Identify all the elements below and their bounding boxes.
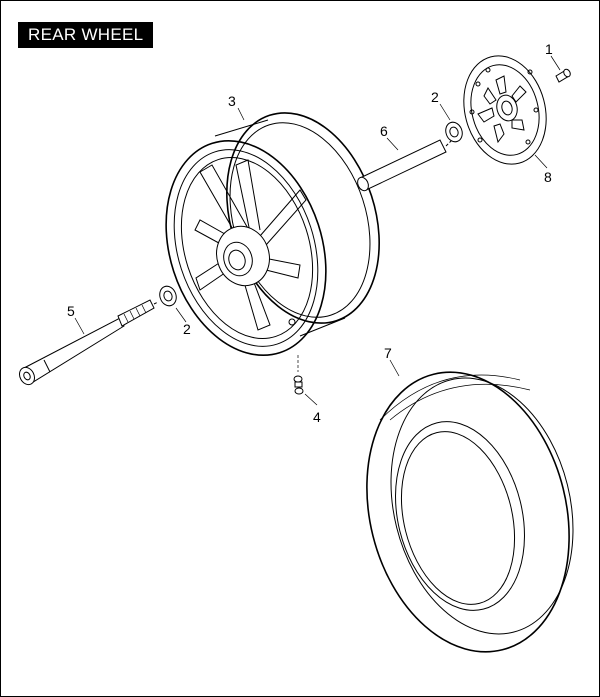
callout-8: 8 (544, 169, 552, 185)
wheel-part (165, 112, 380, 357)
callout-4: 4 (313, 409, 321, 425)
callout-1: 1 (545, 41, 553, 57)
callout-7: 7 (384, 345, 392, 361)
leader-lines (74, 55, 561, 406)
callout-2-left: 2 (183, 321, 191, 337)
diagram-title: REAR WHEEL (18, 22, 154, 48)
rotor-screw-part (555, 68, 571, 83)
callout-5: 5 (67, 303, 75, 319)
right-bearing-part (445, 121, 463, 143)
spacer-part (357, 139, 453, 192)
valve-stem-part (293, 375, 304, 395)
callout-2-right: 2 (431, 89, 439, 105)
brake-rotor-part (463, 55, 547, 165)
callout-3: 3 (228, 93, 236, 109)
tire-part (366, 371, 574, 653)
callout-6: 6 (380, 123, 388, 139)
left-bearing-part (159, 285, 177, 307)
axle-part (19, 299, 159, 386)
